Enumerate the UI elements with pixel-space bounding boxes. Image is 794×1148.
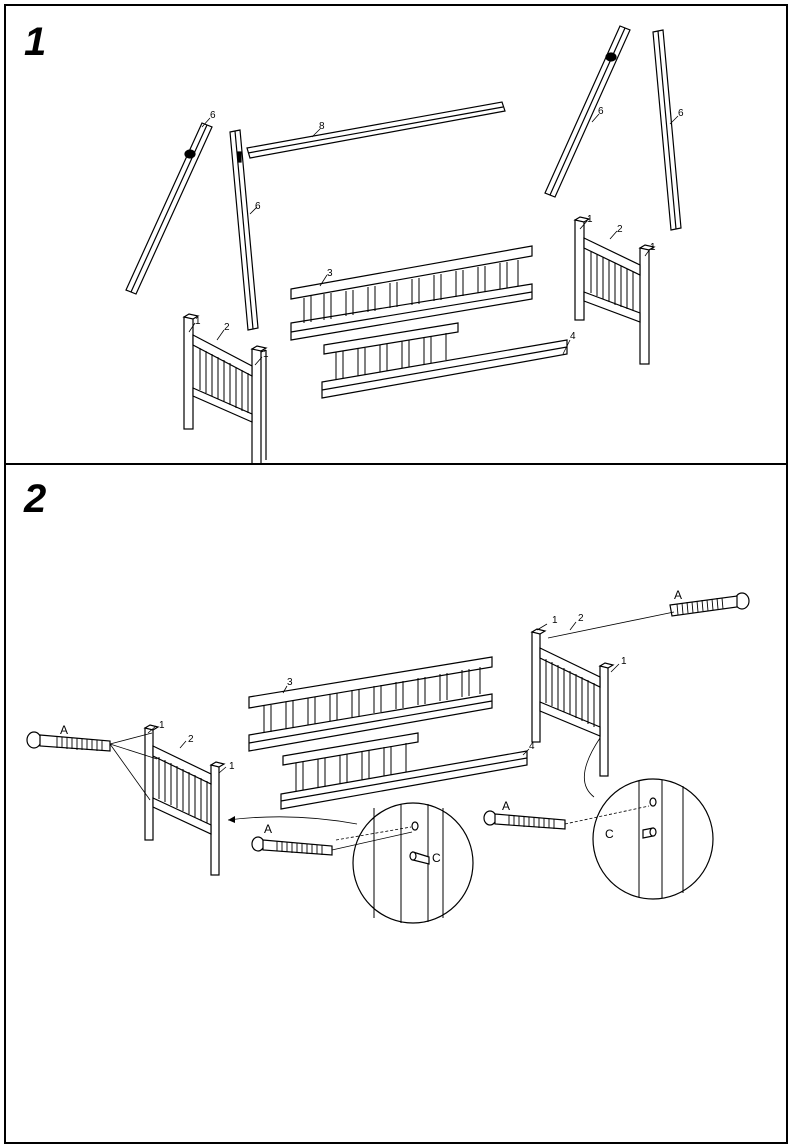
side-rail-4 [280, 732, 528, 810]
side-rail-4 [321, 322, 568, 399]
step-1-drawing: 6 6 8 6 6 3 4 1 2 1 1 2 1 [125, 25, 684, 463]
dowel-label-c: C [605, 827, 614, 841]
post-6-left-vertical [229, 129, 259, 331]
step-2-panel: 2 [4, 463, 788, 1144]
part-label-3: 3 [327, 268, 333, 279]
bolt-a-detail-right [483, 810, 566, 830]
bolt-a-detail-left [251, 836, 333, 856]
dowel-label-c: C [432, 851, 441, 865]
part-label-1: 1 [229, 761, 235, 772]
part-label-2: 2 [188, 734, 194, 745]
part-label-4: 4 [570, 331, 576, 342]
part-label-1: 1 [159, 720, 165, 731]
bolt-a-left [26, 731, 111, 752]
part-label-2: 2 [578, 613, 584, 624]
part-label-6: 6 [598, 106, 604, 117]
end-frame-left [182, 313, 268, 463]
rail-8 [246, 101, 506, 159]
part-label-1: 1 [650, 242, 656, 253]
post-6-left-slanted [125, 122, 213, 295]
part-label-1: 1 [552, 615, 558, 626]
step-number: 1 [24, 20, 47, 64]
bolt-label-a: A [60, 723, 68, 737]
part-label-1: 1 [263, 349, 269, 360]
part-label-6: 6 [210, 110, 216, 121]
step-number: 2 [24, 477, 47, 521]
part-label-3: 3 [287, 677, 293, 688]
part-label-2: 2 [224, 322, 230, 333]
side-rail-3 [290, 245, 533, 341]
step-2-drawing: 3 4 1 2 1 1 2 1 A A A A C C [26, 588, 750, 924]
part-label-8: 8 [319, 121, 325, 132]
detail-circle-left [352, 802, 474, 924]
bolt-label-a: A [674, 588, 682, 602]
part-label-2: 2 [617, 224, 623, 235]
part-label-1: 1 [587, 214, 593, 225]
side-rail-3 [248, 656, 493, 752]
post-6-right-slanted [544, 25, 631, 198]
detail-circle-right [592, 778, 714, 900]
post-6-right-vertical [652, 29, 682, 231]
bolt-label-a: A [502, 799, 510, 813]
part-label-6: 6 [678, 108, 684, 119]
end-frame-left [143, 724, 226, 876]
part-label-1: 1 [195, 316, 201, 327]
end-frame-right [530, 628, 615, 777]
step-1-panel: 1 [4, 4, 788, 465]
bolt-label-a: A [264, 822, 272, 836]
end-frame-right [573, 216, 656, 365]
part-label-1: 1 [621, 656, 627, 667]
part-label-6: 6 [255, 201, 261, 212]
part-label-4: 4 [529, 741, 535, 752]
